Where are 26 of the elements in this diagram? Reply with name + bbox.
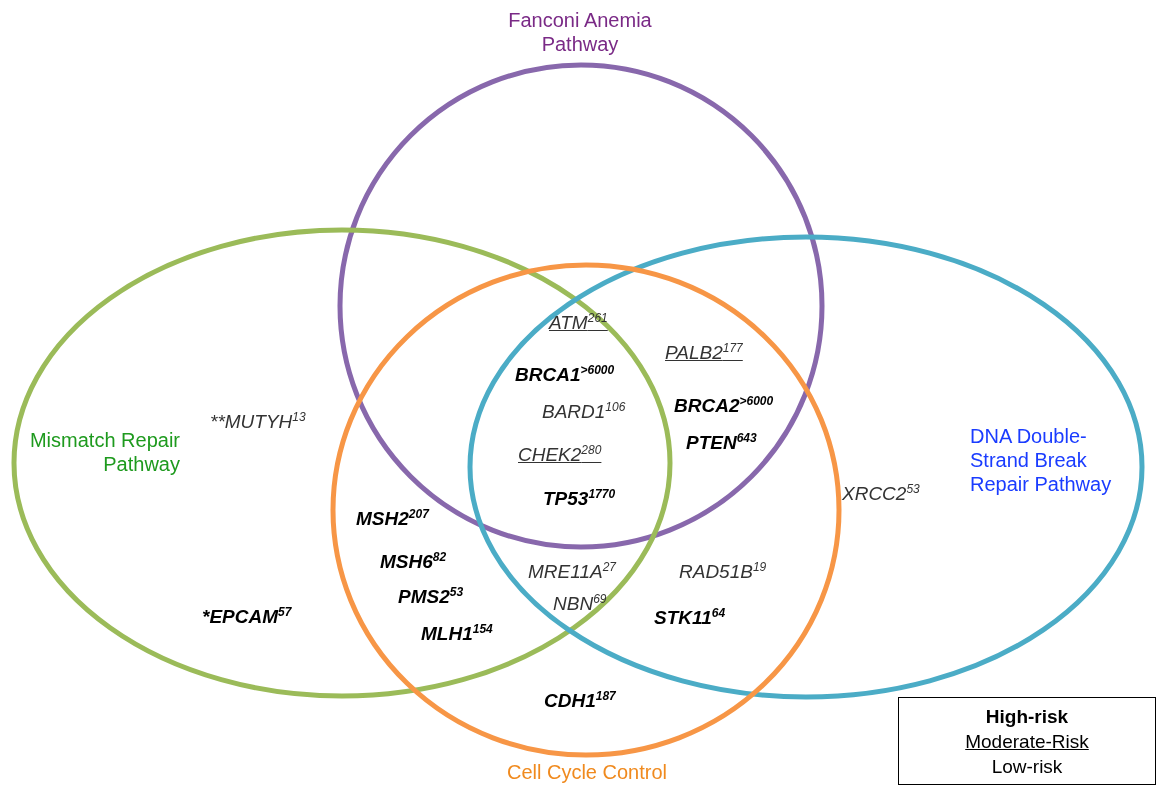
gene-label: TP53$^{1770}$ <box>543 488 616 510</box>
gene-label: MLH1$^{154}$ <box>421 623 493 645</box>
circle-title: Fanconi Anemia Pathway <box>507 8 653 56</box>
gene-label: *EPCAM$^{57}$ <box>202 606 292 628</box>
gene-label: CDH1$^{187}$ <box>544 690 616 712</box>
gene-label: BRCA2$^{>6000}$ <box>674 395 774 417</box>
legend-label: High-risk <box>985 704 1069 729</box>
circle-title: Cell Cycle Control <box>505 760 669 784</box>
gene-label: NBN$^{69}$ <box>553 593 607 615</box>
gene-label: MSH6$^{82}$ <box>380 551 447 573</box>
gene-label: PMS2$^{53}$ <box>398 586 464 608</box>
gene-label: STK11$^{64}$ <box>654 607 726 629</box>
legend-label: Moderate-Risk <box>965 729 1089 754</box>
gene-label: BARD1$^{106}$ <box>542 401 626 423</box>
legend-label: Low-risk <box>991 754 1063 779</box>
circle-title: Mismatch Repair Pathway <box>28 428 180 476</box>
gene-label: MRE11A$^{27}$ <box>528 561 616 583</box>
circle-title: DNA Double-Strand Break Repair Pathway <box>970 424 1113 496</box>
gene-label: BRCA1$^{>6000}$ <box>515 364 615 386</box>
gene-label: CHEK2$^{280}$ <box>518 444 602 466</box>
gene-label: PALB2$^{177}$ <box>665 342 743 364</box>
gene-label: XRCC2$^{53}$ <box>842 483 920 505</box>
gene-label: RAD51B$^{19}$ <box>679 561 767 583</box>
gene-label: PTEN$^{643}$ <box>686 432 757 454</box>
gene-label: **MUTYH$^{13}$ <box>210 411 306 433</box>
gene-label: MSH2$^{207}$ <box>356 508 429 530</box>
